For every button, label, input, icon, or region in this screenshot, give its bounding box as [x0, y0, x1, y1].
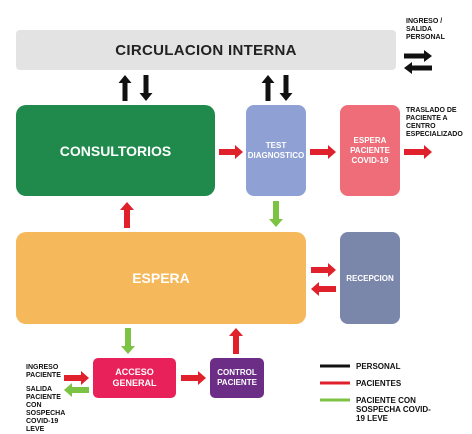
patient-arrow-acceso-control	[181, 371, 206, 385]
acceso-general-box: ACCESO GENERAL	[93, 358, 176, 398]
ingreso-paciente-label: INGRESO PACIENTE	[26, 364, 61, 379]
patient-arrow-covid-exit	[404, 145, 432, 159]
patient-arrow-espera-consultorios	[120, 202, 134, 228]
traslado-paciente-label: TRASLADO DE PACIENTE A CENTRO ESPECIALIZ…	[406, 107, 463, 138]
patient-arrow-control-espera	[229, 328, 243, 354]
patient-arrow-ingreso	[64, 371, 89, 385]
covid-arrow-espera-acceso	[121, 328, 135, 354]
patient-arrow-test-covid	[310, 145, 336, 159]
test-diagnostico-box: TEST DIAGNOSTICO	[246, 105, 306, 196]
consultorios-box: CONSULTORIOS	[16, 105, 215, 196]
circulacion-interna-box: CIRCULACION INTERNA	[16, 30, 396, 70]
covid-arrow-salida	[64, 383, 89, 397]
patient-arrow-espera-recepcion	[311, 263, 336, 277]
legend-personal-label: PERSONAL	[356, 362, 401, 371]
salida-paciente-label: SALIDA PACIENTE CON SOSPECHA COVID-19 LE…	[26, 386, 66, 433]
recepcion-box: RECEPCION	[340, 232, 400, 324]
control-paciente-box: CONTROL PACIENTE	[210, 358, 264, 398]
covid-arrow-test-espera	[269, 201, 283, 227]
espera-box: ESPERA	[16, 232, 306, 324]
personal-arrow-up-consultorios	[118, 75, 132, 101]
legend-sospecha-label: PACIENTE CON SOSPECHA COVID-19 LEVE	[356, 396, 431, 423]
personal-arrow-right-exit	[404, 50, 432, 62]
personal-arrow-down-test	[279, 75, 293, 101]
ingreso-salida-personal-label: INGRESO / SALIDA PERSONAL	[406, 18, 445, 41]
patient-arrow-consultorios-test	[219, 145, 243, 159]
personal-arrow-left-entry	[404, 62, 432, 74]
personal-arrow-down-consultorios	[139, 75, 153, 101]
personal-arrow-up-test	[261, 75, 275, 101]
legend-pacientes-label: PACIENTES	[356, 379, 402, 388]
espera-paciente-covid-box: ESPERA PACIENTE COVID-19	[340, 105, 400, 196]
patient-arrow-recepcion-espera	[311, 282, 336, 296]
